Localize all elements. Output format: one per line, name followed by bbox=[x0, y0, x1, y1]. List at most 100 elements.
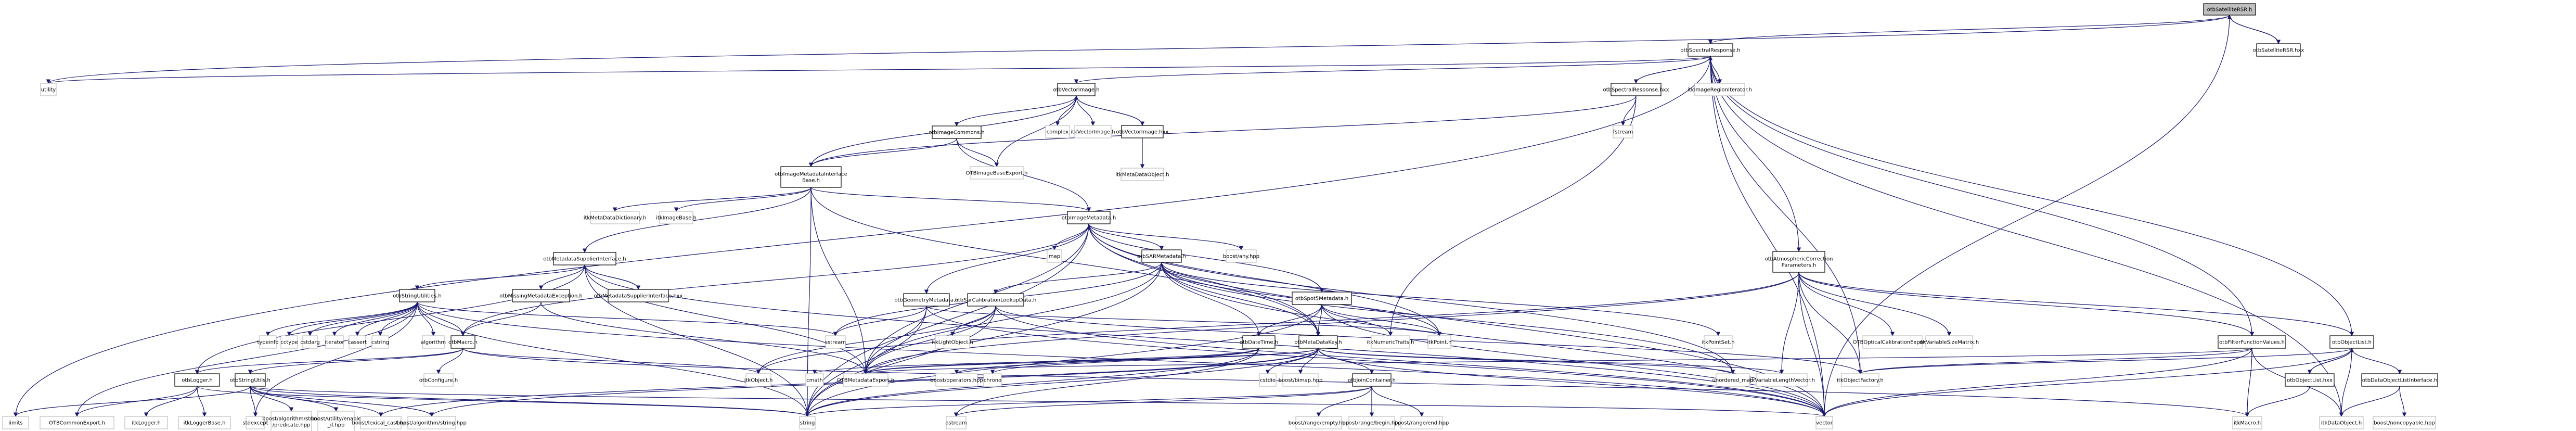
node-box bbox=[2329, 335, 2374, 349]
node-rangeempty[interactable]: boost/range/empty.hpp bbox=[1289, 416, 1349, 429]
node-complex[interactable]: complex bbox=[1045, 125, 1070, 138]
node-srh[interactable]: otbSpectralResponse.h bbox=[1680, 43, 1741, 57]
edge-spot5-to-datetime bbox=[1256, 304, 1322, 336]
node-varsizemat[interactable]: itkVariableSizeMatrix.h bbox=[1920, 335, 1979, 349]
node-datetime[interactable]: otbDateTime.h bbox=[1240, 335, 1278, 349]
node-imbase[interactable]: itkImageBase.h bbox=[656, 211, 697, 224]
node-strutil[interactable]: otbStringUtilities.h bbox=[393, 289, 442, 302]
node-label: otbMetadataSupplierInterface.h bbox=[543, 257, 626, 262]
node-mddict[interactable]: itkMetaDataDictionary.h bbox=[584, 211, 647, 224]
node-anyhpp[interactable]: boost/any.hpp bbox=[1223, 249, 1259, 263]
node-itkobject[interactable]: itkObject.h bbox=[744, 373, 773, 387]
node-fstream[interactable]: fstream bbox=[1613, 125, 1633, 138]
node-string[interactable]: string bbox=[799, 416, 816, 429]
node-stdexcept[interactable]: stdexcept bbox=[242, 416, 268, 429]
node-algorithm[interactable]: algorithm bbox=[421, 335, 446, 349]
edge-srh-to-limits bbox=[13, 56, 1711, 417]
node-operators[interactable]: boost/operators.hpp bbox=[930, 373, 983, 387]
node-msihxx[interactable]: otbMetadataSupplierInterface.hxx bbox=[594, 289, 683, 302]
node-label: Base.h bbox=[802, 178, 820, 184]
node-box bbox=[512, 289, 570, 302]
edge-sarmd-to-itkpointset bbox=[1161, 262, 1721, 336]
node-algstring[interactable]: boost/algorithm/string.hpp bbox=[397, 416, 467, 429]
node-objlisthxx[interactable]: otbObjectList.hxx bbox=[2285, 373, 2335, 387]
node-utility[interactable]: utility bbox=[40, 83, 57, 96]
node-cmath[interactable]: cmath bbox=[805, 373, 824, 387]
node-ostream[interactable]: ostream bbox=[945, 416, 967, 429]
node-ffv[interactable]: otbFilterFunctionValues.h bbox=[2218, 335, 2286, 349]
node-itkmacro[interactable]: itkMacro.h bbox=[2232, 416, 2262, 429]
node-box bbox=[349, 335, 366, 349]
node-mme[interactable]: otbMissingMetadataException.h bbox=[499, 289, 583, 302]
node-msi[interactable]: otbMetadataSupplierInterface.h bbox=[543, 252, 626, 265]
node-sarmd[interactable]: otbSARMetadata.h bbox=[1137, 249, 1186, 263]
node-cstdarg[interactable]: cstdarg bbox=[300, 335, 320, 349]
node-typeinfo[interactable]: typeinfo bbox=[257, 335, 279, 349]
node-cstdio[interactable]: cstdio bbox=[1259, 373, 1277, 387]
node-lightobj[interactable]: itkLightObject.h bbox=[932, 335, 973, 349]
node-dataobj[interactable]: itkDataObject.h bbox=[2319, 416, 2364, 429]
node-spot5[interactable]: otbSpot5Metadata.h bbox=[1292, 291, 1352, 305]
node-mdexport[interactable]: OTBMetadataExport.h bbox=[837, 373, 894, 387]
node-objfactory[interactable]: itkObjectFactory.h bbox=[1837, 373, 1884, 387]
node-itkpoint[interactable]: itkPoint.h bbox=[1427, 335, 1452, 349]
edge-immd-to-itkpoint bbox=[1088, 223, 1442, 336]
node-sarcal[interactable]: otbSarCalibrationLookupData.h bbox=[955, 293, 1037, 307]
node-imcommons[interactable]: otbImageCommons.h bbox=[929, 125, 985, 139]
node-mdobj[interactable]: itkMetaDataObject.h bbox=[1115, 168, 1169, 181]
node-itklogger[interactable]: itkLogger.h bbox=[124, 416, 168, 429]
node-limits[interactable]: limits bbox=[2, 416, 29, 429]
edge-imib-to-msi bbox=[582, 187, 812, 253]
node-varlenvec[interactable]: itkVariableLengthVector.h bbox=[1748, 373, 1815, 387]
node-rangeend[interactable]: boost/range/end.hpp bbox=[1395, 416, 1449, 429]
node-optcalexp[interactable]: OTBOpticalCalibrationExport.h bbox=[1853, 335, 1933, 349]
edge-msi-to-mdexport bbox=[584, 264, 868, 374]
node-objlist[interactable]: otbObjectList.h bbox=[2329, 335, 2374, 349]
node-commonexp[interactable]: OTBCommonExport.h bbox=[40, 416, 114, 429]
node-configure[interactable]: otbConfigure.h bbox=[419, 373, 458, 387]
node-lexcast[interactable]: boost/lexical_cast.hpp bbox=[352, 416, 410, 429]
node-cctype[interactable]: cctype bbox=[280, 335, 298, 349]
node-bimap[interactable]: boost/bimap.hpp bbox=[1279, 373, 1323, 387]
node-otbmacro[interactable]: otbMacro.h bbox=[448, 335, 478, 349]
node-mdkey[interactable]: otbMetaDataKey.h bbox=[1294, 335, 1342, 349]
node-rsrhxx[interactable]: otbSatelliteRSR.hxx bbox=[2253, 43, 2304, 57]
node-box bbox=[903, 293, 950, 307]
node-logger[interactable]: otbLogger.h bbox=[174, 373, 220, 387]
node-chrono[interactable]: chrono bbox=[983, 373, 1002, 387]
node-noncopy[interactable]: boost/noncopyable.hpp bbox=[2373, 416, 2436, 429]
node-cassert[interactable]: cassert bbox=[348, 335, 367, 349]
node-itkvi[interactable]: itkVectorImage.h bbox=[1071, 125, 1115, 138]
node-imbaseexp[interactable]: OTBImageBaseExport.h bbox=[966, 166, 1028, 180]
edge-acp-to-objfactory bbox=[1798, 272, 1863, 374]
node-vector[interactable]: vector bbox=[1815, 416, 1833, 429]
edge-msi-to-vector bbox=[584, 264, 1827, 417]
node-predicate[interactable]: boost/algorithm/string/predicate.hpp bbox=[262, 411, 320, 431]
node-iriter[interactable]: itkImageRegionIterator.h bbox=[1688, 83, 1752, 96]
node-label: _if.hpp bbox=[327, 423, 345, 428]
node-immd[interactable]: otbImageMetadata.h bbox=[1062, 211, 1116, 224]
node-vih[interactable]: otbVectorImage.h bbox=[1053, 83, 1100, 96]
node-box bbox=[423, 373, 454, 387]
node-rangebegin[interactable]: boost/range/begin.hpp bbox=[1342, 416, 1401, 429]
node-geomd[interactable]: otbGeometryMetadata.h bbox=[894, 293, 959, 307]
node-loggerbase[interactable]: itkLoggerBase.h bbox=[178, 416, 231, 429]
node-unordmap[interactable]: unordered_map bbox=[1712, 373, 1754, 387]
node-box bbox=[371, 335, 389, 349]
node-itkpointset[interactable]: itkPointSet.h bbox=[1702, 335, 1735, 349]
edge-immd-to-spot5 bbox=[1088, 223, 1324, 293]
node-box bbox=[178, 416, 231, 429]
node-enableif[interactable]: boost/utility/enable_if.hpp bbox=[311, 411, 362, 431]
node-cstring[interactable]: cstring bbox=[371, 335, 389, 349]
node-strutils[interactable]: otbStringUtils.h bbox=[230, 373, 271, 387]
node-srhxx[interactable]: otbSpectralResponse.hxx bbox=[1603, 83, 1669, 96]
node-dolisti[interactable]: otbDataObjectListInterface.h bbox=[2361, 373, 2438, 387]
node-joincont[interactable]: otbJoinContainer.h bbox=[1348, 373, 1396, 387]
node-map[interactable]: map bbox=[1047, 249, 1062, 263]
node-iterator[interactable]: iterator bbox=[325, 335, 345, 349]
node-vihxx[interactable]: otbVectorImage.hxx bbox=[1116, 125, 1169, 138]
node-sstream[interactable]: sstream bbox=[825, 335, 846, 349]
node-numtraits[interactable]: itkNumericTraits.h bbox=[1367, 335, 1414, 349]
